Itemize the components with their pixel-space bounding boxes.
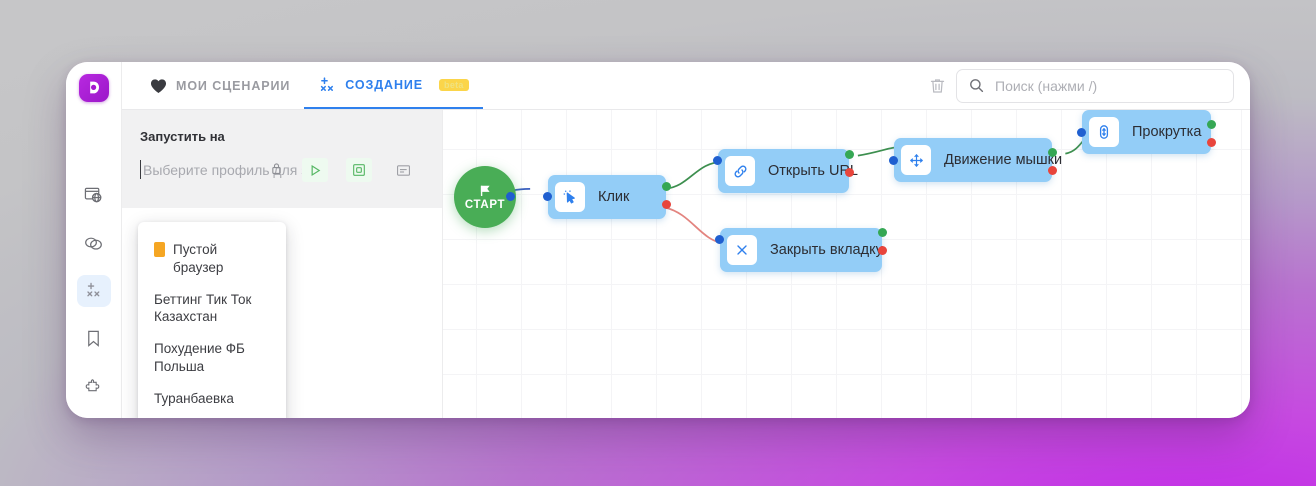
proxy-rings-icon <box>85 237 102 250</box>
dropdown-item[interactable]: Похудение ФБ Польша <box>138 333 286 383</box>
node-label: Закрыть вкладку <box>770 242 883 258</box>
node-click-success-port[interactable] <box>662 182 671 191</box>
node-mouse-move-success-port[interactable] <box>1048 148 1057 157</box>
node-click[interactable]: Клик <box>548 175 666 219</box>
run-button[interactable] <box>302 158 328 182</box>
node-close-tab-success-port[interactable] <box>878 228 887 237</box>
tab-creation[interactable]: СОЗДАНИЕ beta <box>304 62 483 109</box>
sidebar-item-puzzle[interactable] <box>77 370 111 402</box>
beta-badge: beta <box>439 78 469 91</box>
node-open-url-error-port[interactable] <box>845 168 854 177</box>
node-click-error-port[interactable] <box>662 200 671 209</box>
magic-wand-icon <box>318 76 336 94</box>
link-icon <box>725 156 755 186</box>
list-icon <box>396 164 410 176</box>
node-open-url-success-port[interactable] <box>845 150 854 159</box>
panel-header: Запустить на Выберите профиль для з <box>122 110 442 208</box>
text-caret <box>140 160 141 179</box>
node-label: Движение мышки <box>944 152 1063 168</box>
puzzle-icon <box>85 378 100 391</box>
node-label: Открыть URL <box>768 163 858 179</box>
start-out-port[interactable] <box>506 192 515 201</box>
flag-icon <box>480 185 490 196</box>
profile-placeholder: Выберите профиль для з <box>143 162 302 178</box>
node-close-tab-error-port[interactable] <box>878 246 887 255</box>
node-open-url-in-port[interactable] <box>713 156 722 165</box>
save-icon <box>353 164 365 176</box>
start-node-label: СТАРТ <box>464 198 506 211</box>
dropdown-item-label: Туранбаевка <box>154 390 234 406</box>
dropdown-item-label: Пустой браузер <box>173 242 224 275</box>
dropdown-item[interactable]: Пустой браузер <box>138 234 286 284</box>
node-close-tab[interactable]: Закрыть вкладку <box>720 228 883 272</box>
panel-title: Запустить на <box>140 129 225 144</box>
search-icon <box>969 78 984 93</box>
node-scroll[interactable]: Прокрутка <box>1082 110 1211 154</box>
profile-dropdown[interactable]: Пустой браузер Беттинг Тик Ток Казахстан… <box>138 222 286 418</box>
play-icon <box>311 164 320 176</box>
profile-row: Выберите профиль для з <box>140 158 424 182</box>
dropdown-item[interactable]: Туранбаевка <box>138 383 286 415</box>
search-box[interactable] <box>956 68 1234 103</box>
dropdown-item-label: Похудение ФБ Польша <box>154 341 245 375</box>
sidebar-item-magic-wand[interactable] <box>76 274 111 307</box>
sidebar-item-proxy-rings[interactable] <box>77 227 111 259</box>
node-label: Прокрутка <box>1132 124 1202 140</box>
color-swatch-icon <box>154 242 165 257</box>
sidebar-item-browser-globe[interactable] <box>77 179 111 211</box>
dropdown-item[interactable]: Беттинг Тик Ток Казахстан <box>138 284 286 334</box>
trash-icon[interactable] <box>929 77 946 95</box>
node-mouse-move[interactable]: Движение мышки <box>894 138 1062 182</box>
left-panel: Запустить на Выберите профиль для з <box>122 110 443 418</box>
node-scroll-success-port[interactable] <box>1207 120 1216 129</box>
heart-icon <box>150 78 167 94</box>
node-scroll-in-port[interactable] <box>1077 128 1086 137</box>
node-mouse-move-in-port[interactable] <box>889 156 898 165</box>
search-input[interactable] <box>993 76 1221 95</box>
start-node[interactable]: СТАРТ <box>454 166 516 228</box>
lock-icon <box>271 162 282 180</box>
log-button[interactable] <box>390 158 416 182</box>
sidebar-item-bookmark[interactable] <box>77 323 111 355</box>
magic-wand-icon <box>87 283 100 297</box>
tab-my-scenarios[interactable]: МОИ СЦЕНАРИИ <box>136 62 304 109</box>
browser-globe-icon <box>84 187 102 203</box>
tab-label: СОЗДАНИЕ <box>345 77 424 92</box>
profile-select[interactable]: Выберите профиль для з <box>140 159 302 181</box>
scroll-icon <box>1089 117 1119 147</box>
bookmark-icon <box>88 330 99 347</box>
dropdown-item-label: Беттинг Тик Ток Казахстан <box>154 291 252 325</box>
main-column: МОИ СЦЕНАРИИ СОЗДАНИЕ beta <box>122 62 1250 418</box>
cursor-click-icon <box>555 182 585 212</box>
sidebar-rail <box>66 62 122 418</box>
flow-canvas[interactable]: СТАРТ Клик <box>443 110 1250 418</box>
node-open-url[interactable]: Открыть URL <box>718 149 858 193</box>
app-logo[interactable] <box>78 74 109 102</box>
node-mouse-move-error-port[interactable] <box>1048 166 1057 175</box>
move-icon <box>901 145 931 175</box>
node-click-in-port[interactable] <box>543 192 552 201</box>
node-label: Клик <box>598 189 630 205</box>
save-button[interactable] <box>346 158 372 182</box>
node-close-tab-in-port[interactable] <box>715 235 724 244</box>
body: Запустить на Выберите профиль для з <box>122 110 1250 418</box>
topbar: МОИ СЦЕНАРИИ СОЗДАНИЕ beta <box>122 62 1250 110</box>
logo-d-icon <box>90 82 99 94</box>
app-window: МОИ СЦЕНАРИИ СОЗДАНИЕ beta <box>66 62 1250 418</box>
tab-label: МОИ СЦЕНАРИИ <box>176 78 291 93</box>
close-icon <box>727 235 757 265</box>
topbar-right <box>929 68 1250 103</box>
node-scroll-error-port[interactable] <box>1207 138 1216 147</box>
